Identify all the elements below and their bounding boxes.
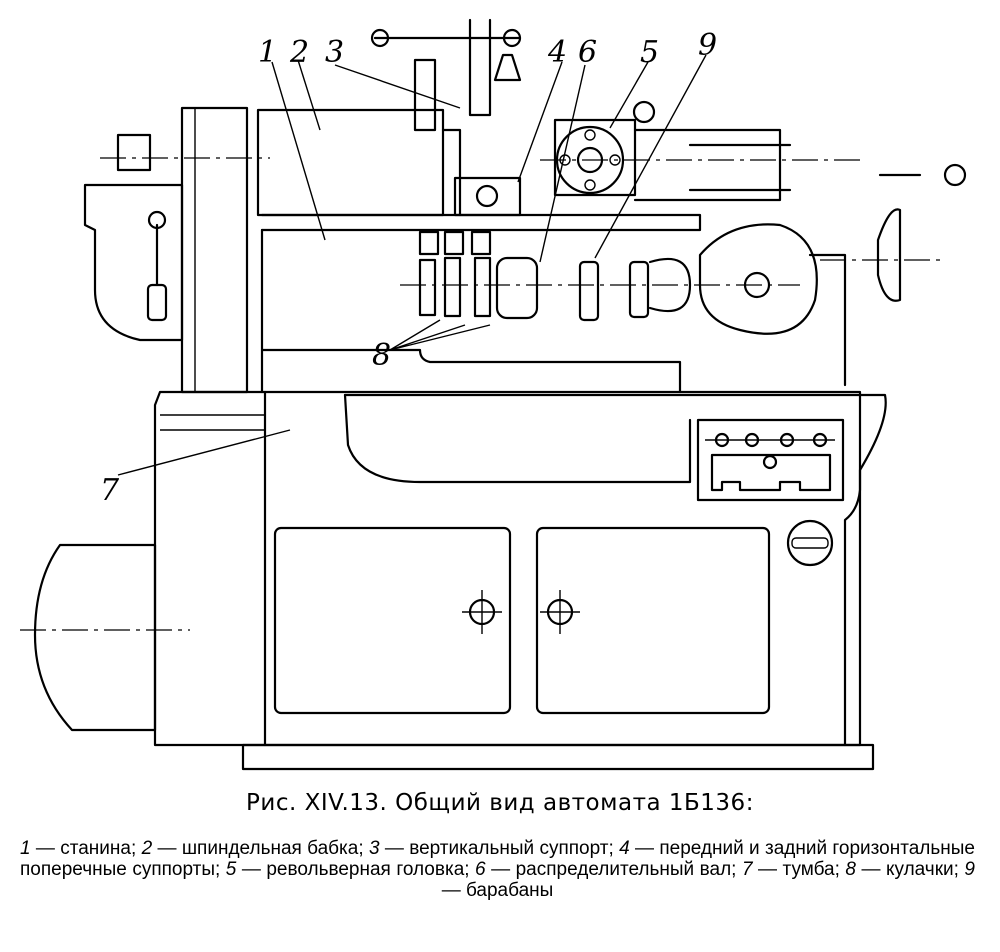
drive-column [180, 106, 249, 394]
legend-item: 3 — вертикальный суппорт; [368, 838, 620, 859]
cabinet [263, 390, 862, 747]
legend-item: 4 — передний и задний горизонтальные поп… [20, 838, 975, 880]
right-door [535, 526, 771, 715]
legend-item: 1 — станина; [20, 838, 142, 859]
left-door [273, 526, 512, 715]
motor [33, 543, 157, 732]
legend-item: 6 — распределительный вал; [475, 859, 742, 880]
bed [260, 213, 702, 232]
callout-1: 1 [258, 35, 277, 70]
chip-tray [343, 393, 692, 484]
legend-item: 2 — шпиндельная бабка; [141, 838, 369, 859]
legend-item: 9 — барабаны [441, 859, 975, 901]
control-panel [696, 418, 845, 502]
cams [418, 230, 492, 256]
selector-knob [786, 519, 834, 567]
machine-drawing: 1 2 3 4 6 5 9 8 7 [20, 18, 967, 771]
camshaft [400, 256, 800, 322]
callout-5: 5 [640, 35, 659, 70]
figure-legend: 1 — станина; 2 — шпиндельная бабка; 3 — … [20, 838, 975, 901]
callout-7: 7 [100, 473, 120, 508]
callout-9: 9 [698, 28, 717, 63]
cross-slide [453, 176, 522, 217]
cabinet-top [343, 393, 887, 747]
drum [698, 223, 818, 335]
legend-item: 5 — револьверная головка; [225, 859, 476, 880]
figure-caption: Рис. XIV.13. Общий вид автомата 1Б136: [246, 790, 754, 816]
pedestal [153, 390, 267, 747]
handwheel [820, 208, 940, 302]
turret-head [553, 118, 637, 197]
callout-6: 6 [578, 35, 597, 70]
callout-2: 2 [289, 35, 309, 70]
spindle-head [256, 108, 445, 217]
callout-4: 4 [547, 35, 567, 70]
door-handle-left [462, 590, 502, 634]
left-gearbox [83, 183, 184, 342]
callout-3: 3 [325, 35, 344, 70]
vertical-slide [413, 18, 492, 132]
legend-item: 7 — тумба; [741, 859, 846, 880]
callout-8: 8 [372, 338, 391, 373]
door-handle-right [540, 590, 580, 634]
base-plate [241, 743, 875, 771]
legend-item: 8 — кулачки; [845, 859, 965, 880]
